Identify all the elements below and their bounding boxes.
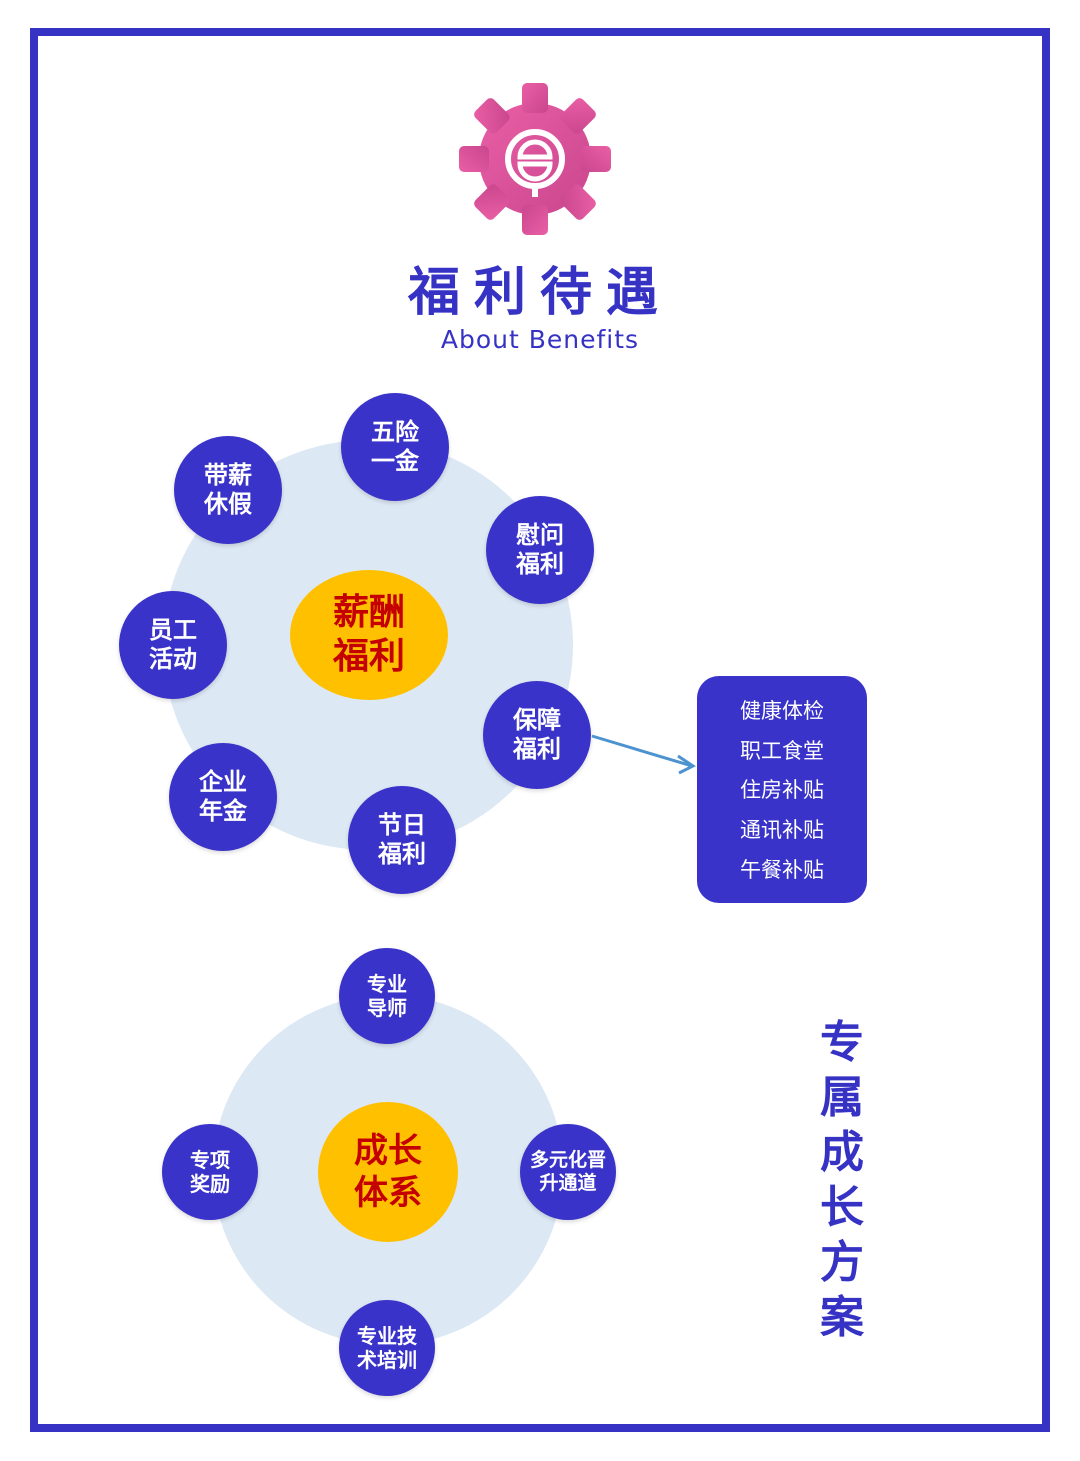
node-label-line: 保障: [513, 706, 561, 735]
node-label-line: 休假: [204, 490, 252, 518]
node-label-line: 专业: [367, 972, 407, 996]
node-label-line: 节日: [378, 811, 426, 840]
core-line: 薪酬: [332, 592, 405, 633]
node-label-line: 员工: [149, 616, 197, 645]
core-line: 成长: [354, 1131, 422, 1171]
list-item: 职工食堂: [740, 738, 824, 763]
node-label-line: 升通道: [539, 1172, 597, 1194]
node-label-line: 术培训: [357, 1348, 417, 1372]
growth-side-title: 专属成长方案: [820, 1017, 864, 1343]
growth-node: 专业导师: [339, 948, 435, 1044]
core-line: 体系: [354, 1173, 422, 1213]
list-item: 通讯补贴: [740, 818, 824, 843]
list-item: 健康体检: [740, 698, 824, 723]
growth-core: 成长 体系: [318, 1102, 458, 1242]
benefit-node: 节日福利: [348, 786, 456, 894]
benefit-node: 员工活动: [119, 591, 227, 699]
node-label-line: 活动: [149, 645, 197, 673]
node-label-line: 福利: [378, 840, 426, 868]
security-benefits-list: 健康体检 职工食堂 住房补贴 通讯补贴 午餐补贴: [697, 676, 867, 903]
node-label-line: 企业: [199, 768, 247, 797]
benefit-node: 带薪休假: [174, 436, 282, 544]
growth-node: 多元化晋升通道: [520, 1124, 616, 1220]
node-label-line: 专项: [190, 1148, 230, 1172]
node-label-line: 一金: [371, 447, 419, 475]
gear-logo-icon: [459, 83, 611, 235]
node-label-line: 福利: [513, 735, 561, 763]
benefit-node: 慰问福利: [486, 496, 594, 604]
list-item: 午餐补贴: [740, 858, 824, 883]
node-label-line: 带薪: [204, 461, 252, 490]
arrow-icon: [591, 734, 696, 775]
core-line: 福利: [332, 636, 405, 677]
node-label-line: 年金: [199, 797, 247, 825]
growth-node: 专业技术培训: [339, 1300, 435, 1396]
node-label-line: 奖励: [190, 1172, 230, 1196]
node-label-line: 导师: [367, 996, 407, 1020]
node-label-line: 五险: [371, 418, 419, 447]
node-label-line: 专业技: [357, 1324, 417, 1348]
node-label-line: 慰问: [516, 521, 564, 550]
growth-node: 专项奖励: [162, 1124, 258, 1220]
benefit-node: 企业年金: [169, 743, 277, 851]
list-item: 住房补贴: [740, 778, 824, 803]
node-label-line: 多元化晋: [529, 1149, 606, 1172]
page-title: 福利待遇: [407, 263, 672, 323]
benefit-node: 五险一金: [341, 393, 449, 501]
benefits-core: 薪酬 福利: [290, 570, 448, 700]
node-label-line: 福利: [516, 550, 564, 578]
page-border: [30, 28, 1050, 1432]
page-subtitle: About Benefits: [440, 325, 640, 354]
benefit-node-security: 保障福利: [483, 681, 591, 789]
